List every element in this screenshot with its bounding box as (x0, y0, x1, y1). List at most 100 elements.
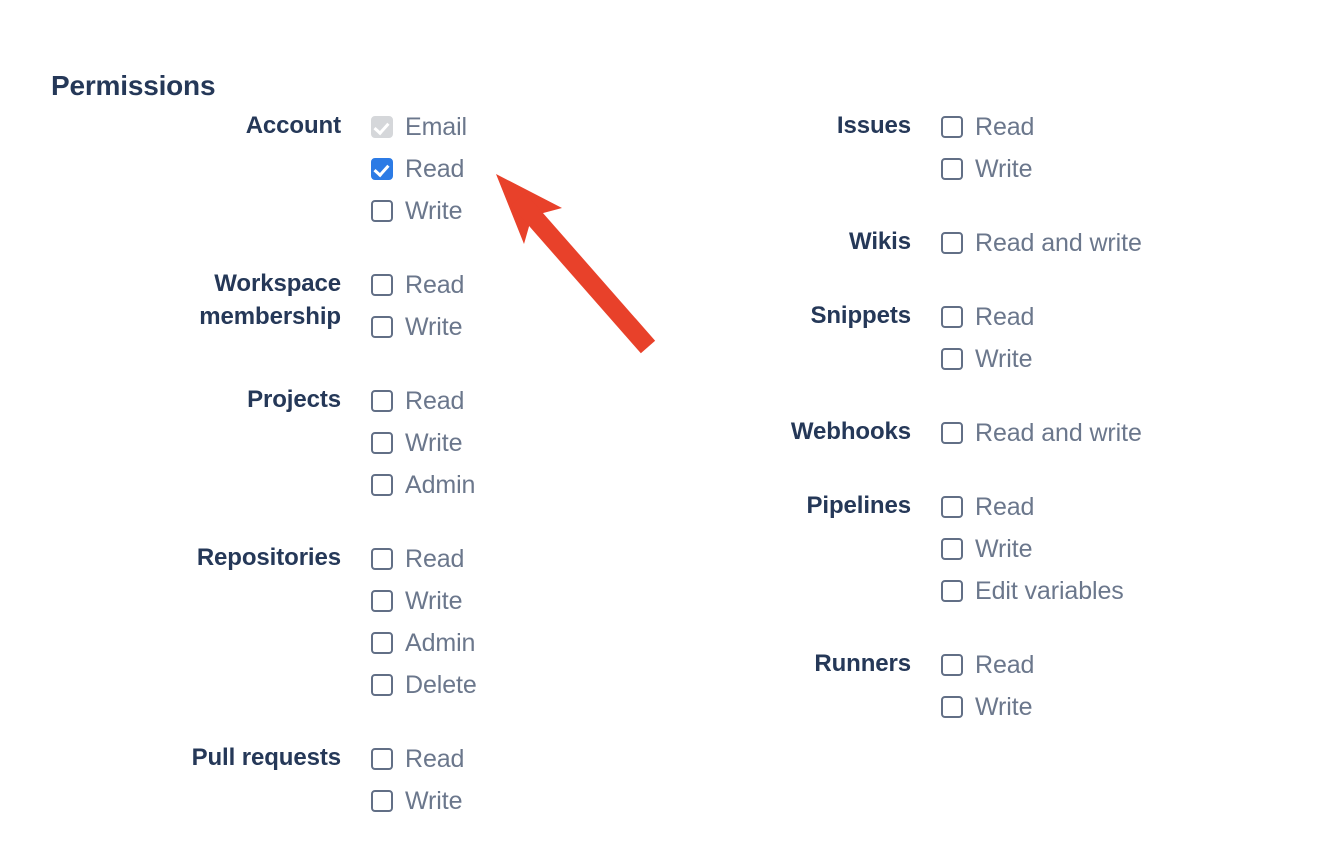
permission-option-list: Read and write (911, 222, 1142, 264)
permission-option-row[interactable]: Write (371, 190, 467, 232)
permission-group: Webhooks Read and write (660, 412, 1142, 454)
permission-option-label: Admin (405, 471, 476, 499)
checkbox-read[interactable] (941, 654, 963, 676)
permission-option-label: Write (405, 197, 463, 225)
permission-option-label: Write (405, 313, 463, 341)
checkbox-read[interactable] (371, 158, 393, 180)
permission-option-row[interactable]: Admin (371, 464, 475, 506)
checkbox-write[interactable] (941, 696, 963, 718)
checkbox-read[interactable] (941, 116, 963, 138)
permission-option-label: Write (975, 155, 1033, 183)
permission-option-row[interactable]: Read (941, 296, 1034, 338)
permission-option-label: Read (405, 155, 465, 183)
permission-group: Wikis Read and write (660, 222, 1142, 264)
permission-option-row[interactable]: Email (371, 106, 467, 148)
checkbox-read-and-write[interactable] (941, 422, 963, 444)
permission-option-row[interactable]: Read (371, 380, 475, 422)
checkbox-write[interactable] (941, 538, 963, 560)
checkbox-write[interactable] (371, 432, 393, 454)
permission-option-row[interactable]: Write (371, 780, 464, 822)
permission-option-list: Read and write (911, 412, 1142, 454)
permission-group-label: Projects (247, 386, 341, 413)
permission-option-label: Admin (405, 629, 476, 657)
checkbox-read[interactable] (371, 390, 393, 412)
permission-option-label: Email (405, 113, 468, 141)
permission-group-label: Pipelines (806, 492, 912, 519)
permission-option-row[interactable]: Read (941, 106, 1034, 148)
checkbox-read-and-write[interactable] (941, 232, 963, 254)
permission-option-label: Read (975, 113, 1035, 141)
permission-option-row[interactable]: Write (371, 306, 464, 348)
checkbox-write[interactable] (941, 348, 963, 370)
permission-option-label: Read (405, 271, 465, 299)
permission-option-row[interactable]: Read (371, 738, 464, 780)
checkbox-edit-variables[interactable] (941, 580, 963, 602)
permission-option-label: Read (405, 387, 465, 415)
permission-option-row[interactable]: Edit variables (941, 570, 1124, 612)
permission-option-label: Write (405, 587, 463, 615)
checkbox-write[interactable] (371, 200, 393, 222)
permission-option-row[interactable]: Read and write (941, 222, 1142, 264)
permission-option-label: Read (975, 651, 1035, 679)
checkbox-read[interactable] (371, 548, 393, 570)
checkbox-read[interactable] (371, 748, 393, 770)
checkbox-email (371, 116, 393, 138)
permission-option-row[interactable]: Delete (371, 664, 477, 706)
checkbox-delete[interactable] (371, 674, 393, 696)
permission-option-label: Read and write (975, 229, 1142, 257)
permission-option-row[interactable]: Read (941, 486, 1124, 528)
permission-group-label: Wikis (849, 228, 911, 255)
permission-option-row[interactable]: Write (941, 148, 1034, 190)
permission-option-row[interactable]: Read (371, 148, 467, 190)
permission-option-label: Write (975, 693, 1033, 721)
checkbox-write[interactable] (371, 790, 393, 812)
checkbox-read[interactable] (941, 306, 963, 328)
permission-group-label: Snippets (810, 302, 911, 329)
permission-option-row[interactable]: Write (941, 528, 1124, 570)
permission-option-row[interactable]: Write (371, 580, 477, 622)
permission-option-row[interactable]: Read (941, 644, 1034, 686)
checkbox-admin[interactable] (371, 474, 393, 496)
checkbox-write[interactable] (371, 590, 393, 612)
permission-group-label: Issues (836, 112, 911, 139)
permission-option-row[interactable]: Write (941, 338, 1034, 380)
permission-option-label: Write (405, 429, 463, 457)
permission-option-label: Read (975, 493, 1035, 521)
permission-group-label: Webhooks (790, 418, 911, 445)
permission-group-label: Runners (814, 650, 911, 677)
checkbox-read[interactable] (941, 496, 963, 518)
checkbox-write[interactable] (371, 316, 393, 338)
checkbox-admin[interactable] (371, 632, 393, 654)
permission-option-label: Edit variables (975, 577, 1124, 605)
permission-option-row[interactable]: Read (371, 538, 477, 580)
permission-option-row[interactable]: Write (941, 686, 1034, 728)
permission-option-label: Write (975, 345, 1033, 373)
page-title: Permissions (51, 69, 216, 101)
permission-option-row[interactable]: Write (371, 422, 475, 464)
permission-option-row[interactable]: Read (371, 264, 464, 306)
checkbox-write[interactable] (941, 158, 963, 180)
permission-option-row[interactable]: Admin (371, 622, 477, 664)
permission-group-label: Workspace membership (199, 270, 341, 330)
permission-group-label: Account (245, 112, 341, 139)
permission-option-label: Read (405, 545, 465, 573)
permission-option-label: Read (405, 745, 465, 773)
checkbox-read[interactable] (371, 274, 393, 296)
permission-option-row[interactable]: Read and write (941, 412, 1142, 454)
